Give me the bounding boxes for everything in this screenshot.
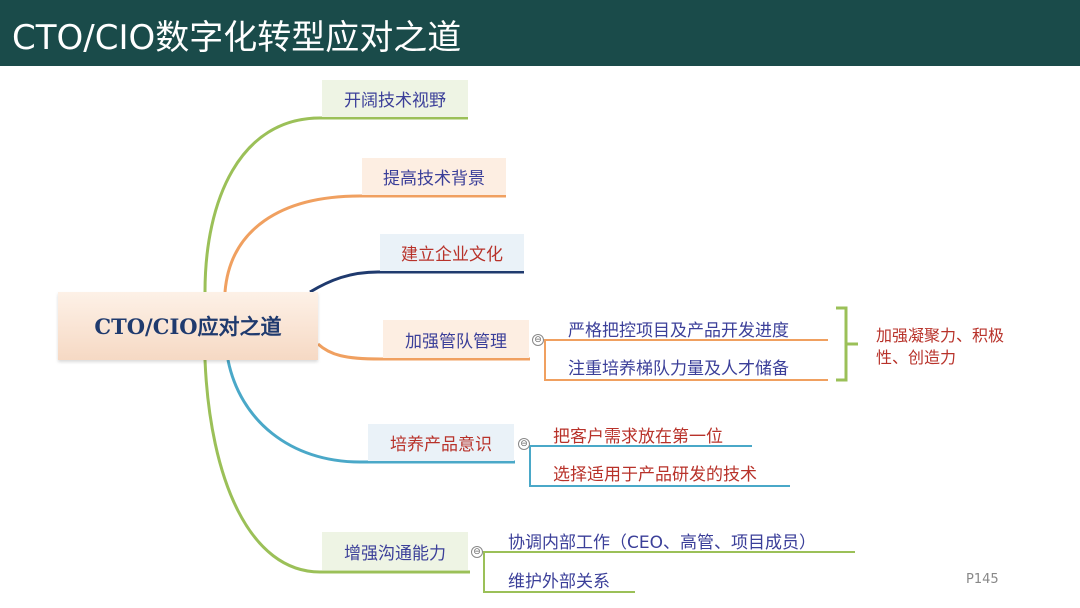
leaf-4-2[interactable]: 注重培养梯队力量及人才储备 [568,359,789,379]
branch-node-4-label: 加强管队管理 [405,331,507,352]
summary-bracket [836,306,858,382]
collapse-toggle-branch-4[interactable]: ⊖ [532,334,544,346]
collapse-toggle-branch-5[interactable]: ⊖ [518,438,530,450]
link-sub-6-1 [483,551,855,572]
central-node-label: CTO/CIO应对之道 [94,314,282,339]
leaf-6-1[interactable]: 协调内部工作（CEO、高管、项目成员） [508,533,816,553]
branch-node-6[interactable]: 增强沟通能力 [322,532,468,570]
branch-node-5-label: 培养产品意识 [390,435,492,455]
link-sub-4-2 [544,359,828,381]
branch-node-3[interactable]: 建立企业文化 [380,234,524,271]
leaf-5-2[interactable]: 选择适用于产品研发的技术 [553,465,757,485]
leaf-4-1[interactable]: 严格把控项目及产品开发进度 [568,321,789,341]
link-sub-6-2 [483,572,635,593]
link-branch-3 [309,270,524,294]
leaf-5-1[interactable]: 把客户需求放在第一位 [553,427,723,447]
page-number: P145 [966,572,999,587]
central-node[interactable]: CTO/CIO应对之道 [58,292,318,360]
collapse-toggle-branch-6[interactable]: ⊖ [471,546,483,558]
page-title: CTO/CIO数字化转型应对之道 [12,18,462,58]
branch-node-5[interactable]: 培养产品意识 [368,424,514,461]
header-bar: CTO/CIO数字化转型应对之道 [0,0,1080,66]
summary-text[interactable]: 加强凝聚力、积极性、创造力 [876,326,1005,367]
branch-node-4[interactable]: 加强管队管理 [383,320,529,358]
branch-node-3-label: 建立企业文化 [401,245,503,265]
branch-node-1-label: 开阔技术视野 [344,91,446,111]
link-sub-5-2 [529,462,790,487]
branch-node-1[interactable]: 开阔技术视野 [322,80,468,117]
link-branch-5 [226,359,515,464]
leaf-6-2[interactable]: 维护外部关系 [508,572,610,592]
link-branch-2 [223,194,506,293]
branch-node-2[interactable]: 提高技术背景 [362,158,506,195]
branch-node-6-label: 增强沟通能力 [344,543,446,564]
link-branch-4 [316,342,530,361]
link-sub-5-1 [529,445,752,462]
link-sub-4-1 [544,339,828,359]
link-branch-6 [203,359,470,574]
link-branch-1 [203,116,468,293]
branch-node-2-label: 提高技术背景 [383,169,485,189]
